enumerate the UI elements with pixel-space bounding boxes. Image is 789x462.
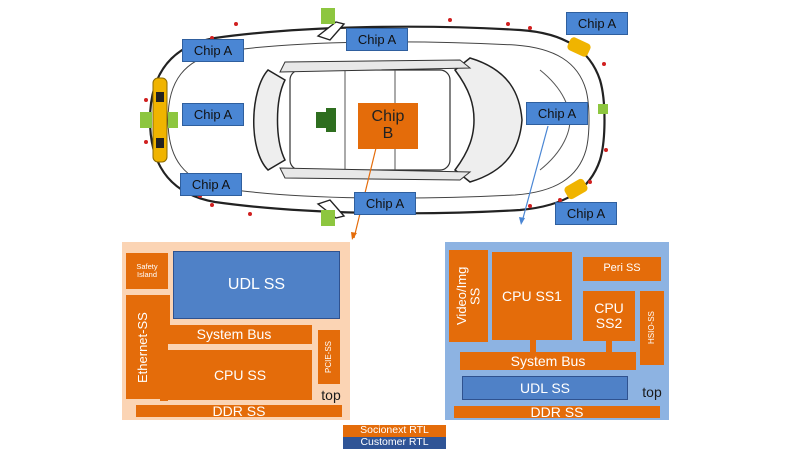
right-top-label: top	[642, 383, 662, 400]
udl-ss-block: UDL SS	[173, 251, 340, 319]
green-sensor-top	[321, 8, 335, 24]
left-ddr-ss: DDR SS	[136, 403, 342, 418]
arrow-chip-a	[521, 125, 549, 223]
chip-a-box: Chip A	[566, 12, 628, 35]
cpu-ss2-block: CPU SS2	[583, 291, 635, 341]
legend-customer-rtl: Customer RTL	[343, 437, 446, 449]
front-right-sensor	[564, 178, 588, 200]
video-img-ss-block: Video/Img SS	[449, 250, 488, 342]
green-sensor-bottom	[321, 210, 335, 226]
front-left-sensor	[567, 37, 591, 57]
green-sensor-front	[598, 104, 608, 114]
rear-sensor-bar	[152, 77, 168, 163]
left-bus-link	[160, 344, 168, 401]
hsio-ss-block: HSIO-SS	[640, 291, 664, 365]
chip-a-box: Chip A	[180, 173, 242, 196]
cpu-ss1-block: CPU SS1	[492, 252, 572, 340]
rear-window	[253, 69, 286, 171]
peri-ss-block: Peri SS	[583, 257, 661, 281]
chip-a-box: Chip A	[526, 102, 588, 125]
car-inner-line	[167, 41, 590, 199]
left-system-bus: System Bus	[126, 325, 312, 344]
cpu-ss-block: CPU SS	[168, 350, 312, 400]
pcie-ss-block: PCIE-SS	[318, 330, 340, 384]
chip-a-box: Chip A	[182, 103, 244, 126]
chip-a-box: Chip A	[182, 39, 244, 62]
windshield	[453, 57, 523, 183]
rear-camera-green	[140, 112, 152, 128]
ethernet-ss-block: Ethernet-SS	[126, 297, 160, 399]
right-system-bus: System Bus	[460, 352, 636, 370]
legend-socionext-rtl: Socionext RTL	[343, 425, 446, 437]
bus-connector	[530, 340, 536, 352]
safety-island-block: Safety Island	[126, 253, 168, 289]
right-ddr-ss: DDR SS	[454, 404, 660, 419]
left-top-label: top	[321, 386, 341, 403]
chip-a-box: Chip A	[354, 192, 416, 215]
mirror-top	[316, 21, 346, 41]
chip-b-box: Chip B	[358, 103, 418, 149]
chip-a-box: Chip A	[346, 28, 408, 51]
chip-a-box: Chip A	[555, 202, 617, 225]
right-udl-ss-block: UDL SS	[462, 376, 628, 400]
bus-connector	[606, 341, 612, 352]
cabin-camera-icon	[316, 108, 336, 132]
